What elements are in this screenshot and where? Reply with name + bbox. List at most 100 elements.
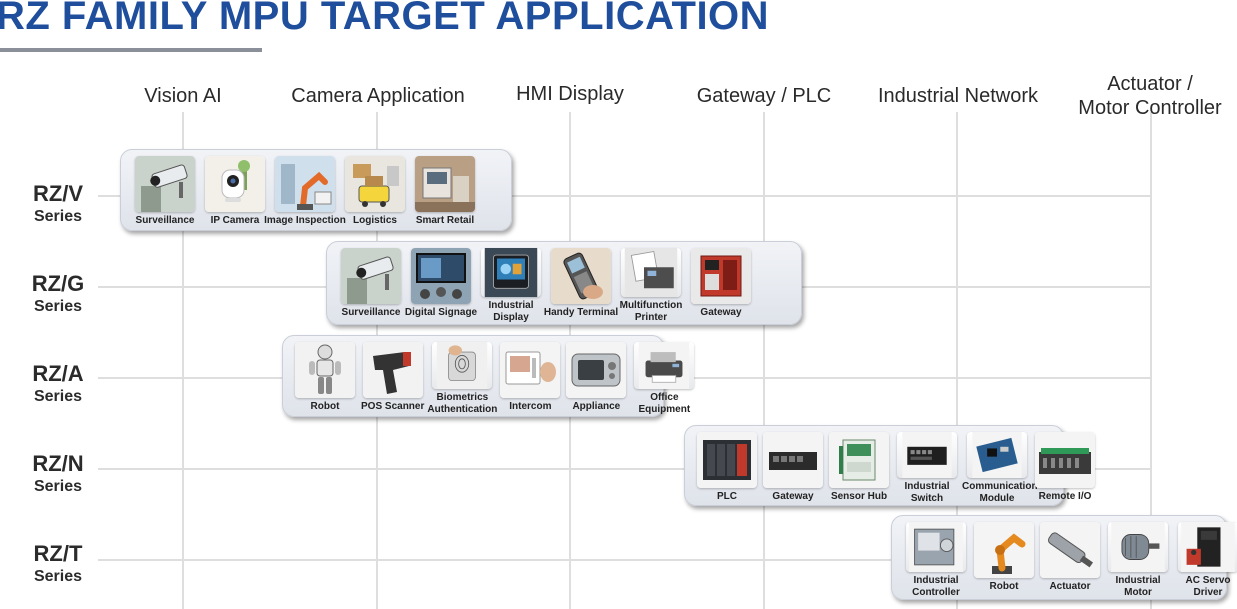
application-label: PLC xyxy=(717,491,737,502)
application-item-pos-scanner: POS Scanner xyxy=(361,342,424,416)
application-label: Office Equipment xyxy=(638,392,691,415)
gateway-icon xyxy=(691,248,751,304)
series-name: RZ/T xyxy=(33,541,83,566)
application-panel-rz-t: Industrial Controller Robot Actuator Indust… xyxy=(891,515,1237,600)
application-label: Handy Terminal xyxy=(543,307,619,318)
application-label: Multifunction Printer xyxy=(619,300,683,323)
appliance-icon xyxy=(566,342,627,398)
series-name: RZ/N xyxy=(32,451,84,476)
application-label: Sensor Hub xyxy=(830,491,888,502)
digital-signage-icon xyxy=(411,248,471,304)
application-label: Industrial Switch xyxy=(904,481,950,504)
application-label: Robot xyxy=(989,581,1019,592)
application-item-surveillance: Surveillance xyxy=(339,248,403,324)
application-item-robot: Robot xyxy=(295,342,355,416)
application-panel-rz-v: Surveillance IP Camera Image Inspection Log… xyxy=(120,149,512,231)
application-label: Remote I/O xyxy=(1038,491,1092,502)
robot-arm-inspection-icon xyxy=(275,156,335,212)
application-label: Actuator xyxy=(1049,581,1091,592)
series-label: Series xyxy=(33,298,83,315)
series-label: Series xyxy=(33,478,83,495)
security-camera-icon xyxy=(341,248,401,304)
application-item-office-equipment: Office Equipment xyxy=(632,342,696,416)
row-header-rz-a: RZ/A Series xyxy=(10,361,106,407)
remote-io-icon xyxy=(1035,432,1095,488)
application-item-intercom: Intercom xyxy=(500,342,561,416)
row-gridline xyxy=(98,559,1152,561)
application-item-gateway: Gateway xyxy=(689,248,753,324)
servo-driver-icon xyxy=(1178,522,1237,572)
security-camera-icon xyxy=(135,156,195,212)
industrial-controller-icon xyxy=(906,522,966,572)
fingerprint-scanner-icon xyxy=(432,342,493,389)
series-label: Series xyxy=(33,568,83,585)
application-item-industrial-switch: Industrial Switch xyxy=(895,432,959,505)
application-item-surveillance: Surveillance xyxy=(133,156,197,230)
application-label: Biometrics Authentication xyxy=(427,392,498,415)
application-item-actuator: Actuator xyxy=(1040,522,1100,599)
column-header-text: Camera Application xyxy=(291,85,465,107)
application-item-image-inspection: Image Inspection xyxy=(264,156,346,230)
application-item-industrial-controller: Industrial Controller xyxy=(904,522,968,599)
application-label: Communication Module xyxy=(962,481,1038,504)
application-label: Gateway xyxy=(700,307,742,318)
application-label: POS Scanner xyxy=(361,401,425,412)
logistics-robot-icon xyxy=(345,156,405,212)
title-underline xyxy=(0,48,262,52)
application-item-handy-terminal: Handy Terminal xyxy=(544,248,618,324)
application-label: Digital Signage xyxy=(404,307,478,318)
column-header-text: Motor Controller xyxy=(1078,97,1222,119)
application-item-robot: Robot xyxy=(974,522,1034,599)
column-header-text: Actuator / xyxy=(1107,73,1193,95)
column-header-text: Industrial Network xyxy=(877,85,1039,107)
application-item-industrial-motor: Industrial Motor xyxy=(1106,522,1170,599)
communication-module-icon xyxy=(967,432,1027,478)
application-item-appliance: Appliance xyxy=(566,342,627,416)
application-item-multifunction-printer: Multifunction Printer xyxy=(619,248,683,324)
column-gridline xyxy=(763,112,765,609)
application-label: Robot xyxy=(310,401,340,412)
application-label: Logistics xyxy=(353,215,397,226)
application-item-sensor-hub: Sensor Hub xyxy=(829,432,889,505)
plc-icon xyxy=(697,432,757,488)
application-item-remote-i-o: Remote I/O xyxy=(1035,432,1095,505)
barcode-scanner-icon xyxy=(362,342,423,398)
printer-icon xyxy=(621,248,681,297)
series-name: RZ/G xyxy=(31,271,85,296)
series-name: RZ/V xyxy=(32,181,84,206)
row-header-rz-v: RZ/V Series xyxy=(10,181,106,227)
column-gridline xyxy=(182,112,184,609)
application-item-digital-signage: Digital Signage xyxy=(405,248,477,324)
industrial-display-icon xyxy=(481,248,541,297)
application-item-communication-module: Communication Module xyxy=(962,432,1038,505)
application-label: Industrial Controller xyxy=(912,575,960,598)
column-header-industrial-network: Industrial Network xyxy=(858,84,1058,108)
application-item-plc: PLC xyxy=(697,432,757,505)
humanoid-robot-icon xyxy=(295,342,355,398)
application-label: Surveillance xyxy=(341,307,401,318)
application-item-ac-servo-driver: AC Servo Driver xyxy=(1176,522,1237,599)
application-label: IP Camera xyxy=(210,215,260,226)
row-header-rz-t: RZ/T Series xyxy=(10,541,106,587)
application-item-industrial-display: Industrial Display xyxy=(479,248,543,324)
application-label: Industrial Display xyxy=(488,300,534,323)
handheld-terminal-icon xyxy=(551,248,611,304)
application-label: Image Inspection xyxy=(264,215,346,226)
application-label: Intercom xyxy=(509,401,552,412)
application-label: Industrial Motor xyxy=(1115,575,1161,598)
sensor-hub-icon xyxy=(829,432,889,488)
column-header-text: HMI Display xyxy=(516,83,624,105)
series-label: Series xyxy=(33,388,83,405)
row-gridline xyxy=(98,195,1152,197)
column-header-actuator-motor-controller: Actuator / Motor Controller xyxy=(1050,72,1237,120)
column-header-vision-ai: Vision AI xyxy=(83,84,283,108)
application-label: AC Servo Driver xyxy=(1185,575,1231,598)
application-item-biometrics-authentication: Biometrics Authentication xyxy=(427,342,498,416)
office-printer-icon xyxy=(634,342,695,389)
application-label: Smart Retail xyxy=(415,215,475,226)
application-label: Appliance xyxy=(572,401,621,412)
application-label: Surveillance xyxy=(135,215,195,226)
application-item-gateway: Gateway xyxy=(763,432,823,505)
